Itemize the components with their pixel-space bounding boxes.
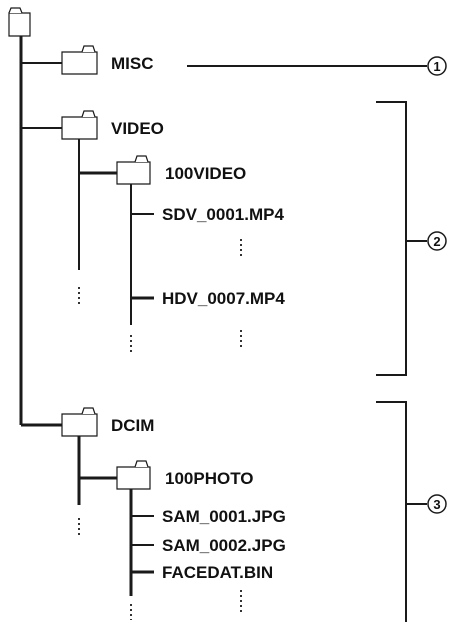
callout-1-number: 1 — [433, 59, 440, 74]
root-folder-icon — [8, 7, 31, 37]
sdv-file-label: SDV_0001.MP4 — [162, 205, 284, 224]
callout-2-bracket — [376, 101, 407, 376]
callout-1-circle — [427, 56, 447, 76]
100video-label: 100VIDEO — [165, 164, 246, 183]
dcim-label: DCIM — [111, 416, 154, 435]
facedat-file-label: FACEDAT.BIN — [162, 563, 273, 582]
video-label: VIDEO — [111, 119, 164, 138]
misc-label: MISC — [111, 54, 154, 73]
callout-3-bracket — [376, 401, 407, 622]
callout-3-number: 3 — [433, 497, 440, 512]
video-folder-icon — [61, 110, 98, 140]
hdv-file-label: HDV_0007.MP4 — [162, 289, 285, 308]
dcim-folder-icon — [61, 407, 98, 437]
100photo-label: 100PHOTO — [165, 469, 254, 488]
sam2-file-label: SAM_0002.JPG — [162, 536, 286, 555]
sam1-file-label: SAM_0001.JPG — [162, 507, 286, 526]
callout-2-number: 2 — [433, 234, 440, 249]
100photo-folder-icon — [116, 460, 151, 490]
100video-folder-icon — [116, 155, 151, 185]
misc-folder-icon — [61, 45, 98, 75]
callout-3-circle — [427, 494, 447, 514]
callout-2-circle — [427, 231, 447, 251]
